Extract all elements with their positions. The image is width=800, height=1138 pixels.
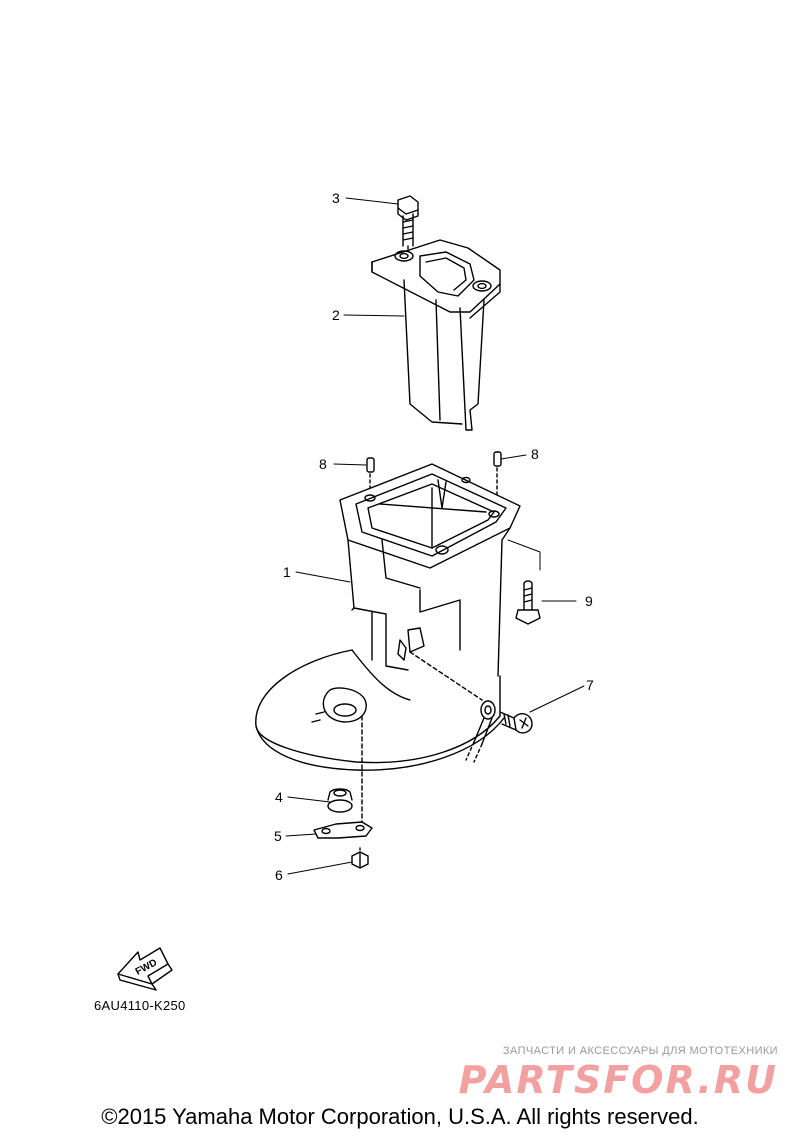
callout-4: 4 [275, 789, 283, 805]
watermark-tagline: ЗАПЧАСТИ И АКСЕССУАРЫ ДЛЯ МОТОТЕХНИКИ [502, 1045, 778, 1057]
callout-7: 7 [586, 677, 594, 693]
exhaust-guide-part-2 [371, 239, 501, 431]
callout-5: 5 [274, 828, 282, 844]
callout-9: 9 [585, 593, 593, 609]
screw-part-7 [499, 711, 533, 734]
callout-2: 2 [332, 307, 340, 323]
nut-part-6 [351, 847, 369, 869]
leader-lines [285, 197, 585, 875]
callout-6: 6 [275, 867, 283, 883]
part-code: 6AU4110-K250 [94, 998, 186, 1013]
grommet-part-4 [327, 788, 353, 813]
callout-8-right: 8 [531, 446, 539, 462]
fwd-arrow-icon [117, 947, 173, 991]
plate-part-5 [313, 821, 373, 839]
copyright-notice: ©2015 Yamaha Motor Corporation, U.S.A. A… [101, 1104, 699, 1129]
ground-lead [409, 651, 496, 763]
upper-casing-part-1 [255, 463, 521, 771]
callout-1: 1 [283, 564, 291, 580]
dowel-pin-left [366, 457, 375, 495]
bolt-part-9 [515, 580, 541, 625]
bolt-part-3 [397, 195, 419, 255]
watermark-logo: PARTSFOR.RU [458, 1058, 778, 1102]
callout-3: 3 [332, 190, 340, 206]
callout-8-left: 8 [319, 456, 327, 472]
